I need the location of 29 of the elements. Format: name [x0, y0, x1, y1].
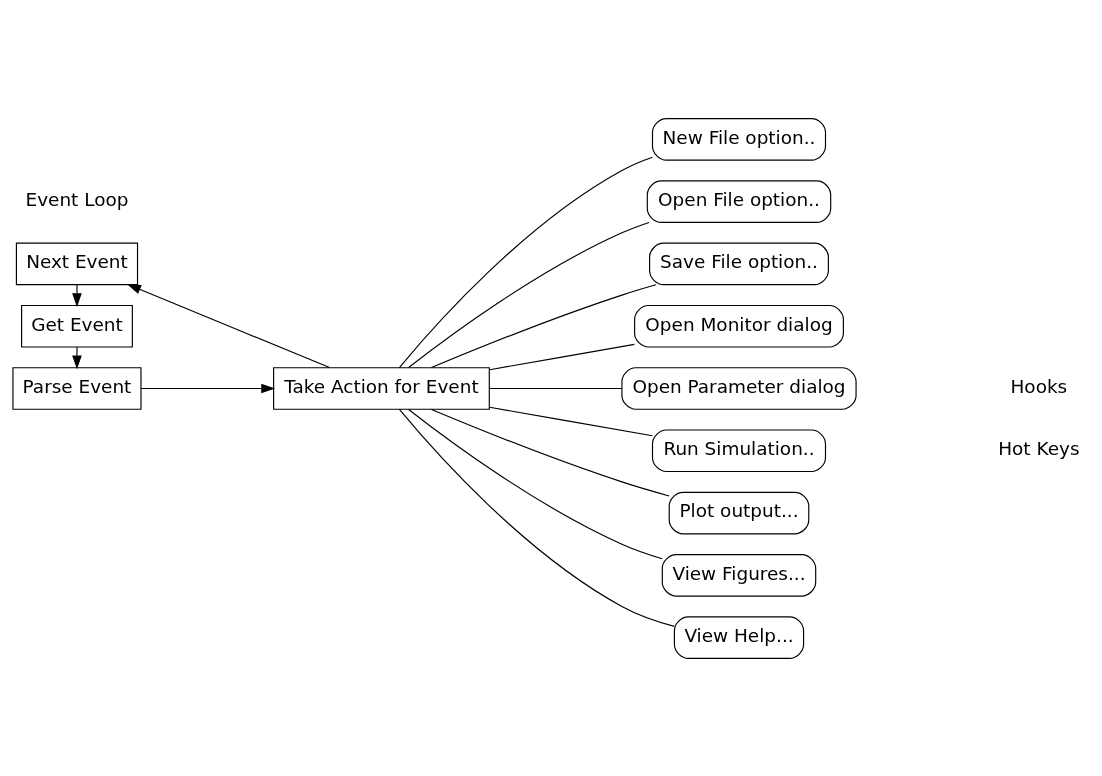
arrow — [140, 383, 276, 393]
arrow — [127, 283, 331, 368]
connector — [398, 156, 654, 368]
label: Hooks — [1010, 375, 1068, 397]
node-box: New File option.. — [651, 117, 827, 161]
arrow — [72, 346, 82, 369]
node-box: View Help... — [673, 615, 805, 659]
connector — [408, 408, 663, 559]
node-box: Plot output... — [668, 491, 810, 534]
node-box: Open File option.. — [646, 179, 832, 223]
label: Hot Keys — [998, 437, 1080, 459]
connector — [408, 221, 650, 368]
node-box: Take Action for Event — [273, 366, 490, 410]
connector — [489, 387, 623, 389]
connector — [489, 406, 653, 436]
connector — [430, 408, 670, 496]
node-box: Get Event — [21, 304, 133, 348]
connector — [430, 283, 657, 368]
node-box: Run Simulation.. — [651, 428, 827, 472]
connector — [489, 343, 635, 370]
label: Event Loop — [25, 188, 129, 210]
node-box: Open Parameter dialog — [621, 366, 857, 410]
node-box: Parse Event — [12, 366, 142, 410]
node-box: Next Event — [15, 242, 139, 285]
arrow — [72, 283, 82, 307]
node-box: View Figures... — [661, 553, 817, 597]
node-box: Open Monitor dialog — [634, 304, 844, 348]
connector — [398, 408, 675, 627]
node-box: Save File option.. — [649, 242, 829, 285]
